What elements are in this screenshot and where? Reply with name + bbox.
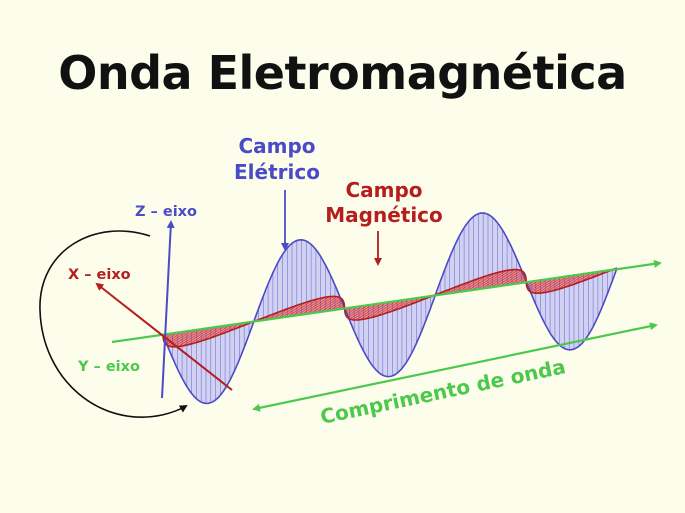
magnetic-hatch-line [483, 269, 512, 288]
magnetic-field-label-line1: Campo [345, 178, 422, 202]
magnetic-hatch-line [502, 271, 524, 286]
magnetic-hatch-line [301, 296, 330, 315]
magnetic-hatch-line [463, 275, 488, 291]
magnetic-hatch-line [478, 270, 507, 289]
magnetic-hatch-line [277, 304, 299, 319]
magnetic-hatch-line [545, 274, 575, 293]
magnetic-hatch-line [359, 301, 388, 321]
wavelength-label: Comprimento de onda [318, 354, 567, 429]
magnetic-hatch-line [487, 269, 516, 288]
magnetic-hatch-line [537, 275, 565, 294]
magnetic-hatch-line [347, 304, 369, 319]
magnetic-hatch-line [364, 300, 393, 320]
magnetic-hatch-line [330, 301, 344, 311]
magnetic-hatch-line [320, 298, 342, 312]
magnetic-hatch-line [383, 298, 407, 315]
magnetic-hatch-line [188, 326, 216, 345]
magnetic-hatch-line [291, 298, 320, 317]
magnetic-hatch-line [369, 300, 398, 319]
magnetic-hatch-line [551, 273, 579, 292]
magnetic-hatch-line [177, 328, 207, 347]
z-axis-label: Z – eixo [135, 204, 197, 220]
magnetic-hatch-line [296, 297, 325, 316]
magnetic-field-curve [162, 267, 618, 348]
magnetic-hatch-line [166, 331, 188, 345]
magnetic-hatch-line [541, 274, 570, 294]
magnetic-hatch-line [306, 296, 334, 315]
magnetic-hatch-line [349, 303, 374, 320]
magnetic-hatch-line [164, 331, 183, 344]
magnetic-hatch-line [173, 329, 202, 348]
magnetic-hatch-line [170, 329, 197, 347]
magnetic-hatch-line [390, 298, 412, 312]
electric-field-label-line1: Campo [238, 134, 315, 158]
magnetic-hatch-line [355, 302, 383, 321]
magnetic-hatch-line [533, 276, 560, 294]
x-axis-line [95, 282, 233, 391]
magnetic-hatch-line [182, 327, 211, 347]
magnetic-hatch-line [194, 326, 221, 344]
wavelength-arrow [252, 322, 658, 412]
z-axis-line [161, 220, 175, 399]
magnetic-hatch-line [310, 296, 337, 314]
magnetic-hatch-line [506, 272, 525, 285]
magnetic-hatch-line [201, 325, 226, 342]
x-axis-label: X – eixo [68, 267, 131, 283]
magnetic-hatch-line [459, 277, 481, 292]
magnetic-hatch-line [163, 332, 178, 342]
magnetic-hatch-line [282, 302, 307, 318]
diagram-title: Onda Eletromagnética [58, 46, 627, 100]
magnetic-hatch-line [287, 299, 314, 317]
propagation-axis [111, 259, 662, 344]
magnetic-hatch-line [325, 299, 343, 312]
rotation-arrow [39, 230, 188, 418]
magnetic-hatch-line [473, 271, 501, 290]
y-axis-label: Y – eixo [77, 359, 140, 375]
magnetic-hatch-line [352, 303, 379, 320]
magnetic-hatch-line [468, 273, 495, 291]
magnetic-hatch-line [492, 269, 519, 287]
electric-field-label-line2: Elétrico [234, 160, 320, 184]
magnetic-hatch-line [376, 299, 403, 317]
magnetic-hatch-line [209, 324, 231, 339]
magnetic-hatch-line [511, 274, 526, 284]
magnetic-hatch-line [497, 270, 522, 286]
magnetic-field-outline [162, 267, 618, 348]
magnetic-field-label-line2: Magnético [325, 203, 443, 227]
magnetic-hatch-line [315, 297, 340, 313]
